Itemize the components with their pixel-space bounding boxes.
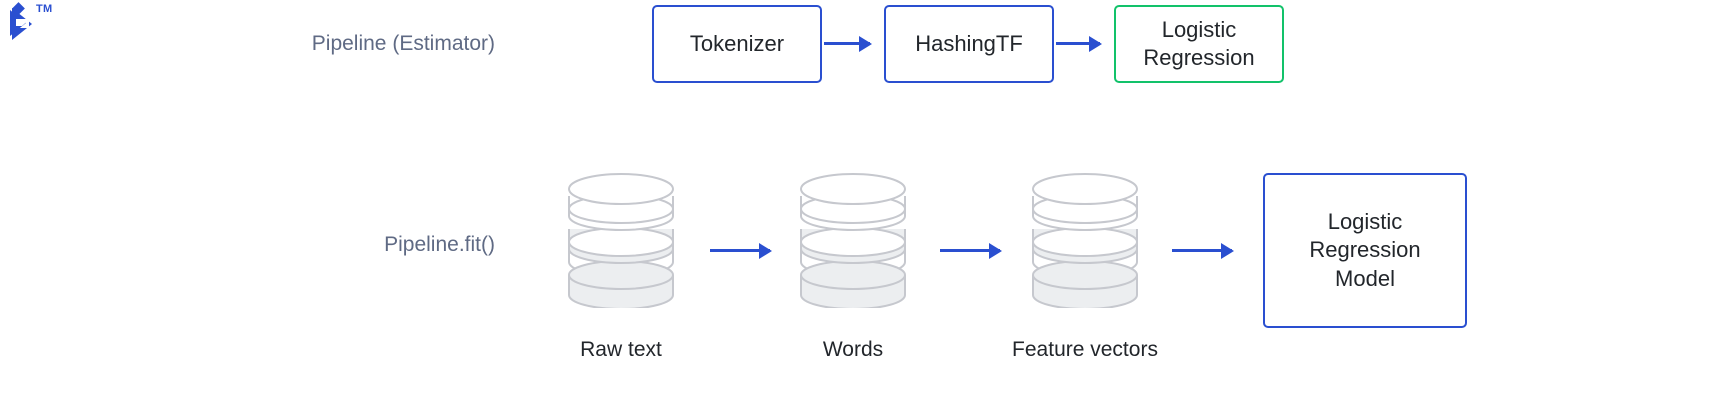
- dataset-cylinder-feature-vectors: [1032, 173, 1138, 308]
- dataset-cylinder-raw-text: [568, 173, 674, 308]
- arrow-hashingtf-to-logreg: [1056, 42, 1100, 45]
- toptal-chevron-icon: [10, 2, 32, 40]
- arrow-features-to-model: [1172, 249, 1232, 252]
- pipeline-estimator-label: Pipeline (Estimator): [311, 32, 495, 55]
- arrow-words-to-features: [940, 249, 1000, 252]
- dataset-cylinder-words: [800, 173, 906, 308]
- trademark-symbol: TM: [36, 3, 53, 15]
- stage-hashingtf[interactable]: HashingTF: [884, 5, 1054, 83]
- stage-tokenizer[interactable]: Tokenizer: [652, 5, 822, 83]
- caption-feature-vectors: Feature vectors: [1012, 338, 1158, 361]
- arrow-rawtext-to-words: [710, 249, 770, 252]
- arrow-tokenizer-to-hashingtf: [824, 42, 870, 45]
- pipeline-fit-label: Pipeline.fit(): [384, 233, 495, 256]
- caption-words: Words: [822, 338, 884, 361]
- caption-raw-text: Raw text: [580, 338, 662, 361]
- toptal-logo: TM: [6, 2, 62, 46]
